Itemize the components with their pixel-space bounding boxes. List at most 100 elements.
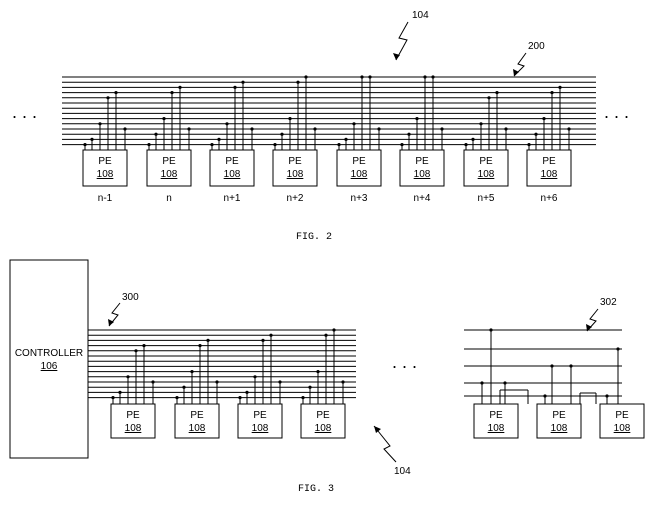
pe-box: [300, 403, 346, 439]
junction-dot: [534, 132, 538, 136]
pe-index: n-1: [98, 193, 113, 204]
junction-dot: [352, 122, 356, 126]
junction-dot: [431, 75, 435, 79]
junction-dot: [407, 132, 411, 136]
junction-dot: [304, 75, 308, 79]
pe-box: [536, 403, 582, 439]
fig3-ref-300-leader: [108, 302, 121, 327]
junction-dot: [341, 380, 345, 384]
pe-index: n+1: [224, 193, 241, 204]
junction-dot: [126, 375, 130, 379]
junction-dot: [261, 338, 265, 342]
pe-label: PE: [542, 156, 556, 167]
pe-ref: 108: [414, 169, 431, 180]
pe-box: [473, 403, 519, 439]
junction-dot: [377, 127, 381, 131]
pe-box: [399, 149, 445, 187]
pe-label: PE: [552, 410, 566, 421]
junction-dot: [280, 132, 284, 136]
fig3-left-connections: [111, 328, 345, 404]
fig3-right-connections: [480, 328, 620, 404]
junction-dot: [550, 364, 554, 368]
junction-dot: [479, 122, 483, 126]
pe-label: PE: [415, 156, 429, 167]
junction-dot: [225, 122, 229, 126]
junction-dot: [98, 122, 102, 126]
junction-dot: [400, 143, 404, 147]
junction-dot: [175, 396, 179, 400]
junction-dot: [337, 143, 341, 147]
pe-ref: 108: [189, 423, 206, 434]
pe-box: [526, 149, 572, 187]
fig2-right-ellipsis: . . .: [604, 102, 629, 122]
junction-dot: [542, 117, 546, 121]
junction-dot: [123, 127, 127, 131]
pe-box: [237, 403, 283, 439]
pe-label: PE: [126, 410, 140, 421]
junction-dot: [154, 132, 158, 136]
junction-dot: [415, 117, 419, 121]
junction-dot: [527, 143, 531, 147]
pe-label: PE: [489, 410, 503, 421]
fig3-ref-300-arrowhead: [108, 319, 114, 326]
junction-dot: [332, 328, 336, 332]
pe-ref: 108: [614, 423, 631, 434]
junction-dot: [550, 91, 554, 95]
fig3-ref-300-label: 300: [122, 292, 139, 303]
junction-dot: [215, 380, 219, 384]
junction-dot: [273, 143, 277, 147]
pe-ref: 108: [161, 169, 178, 180]
junction-dot: [313, 127, 317, 131]
junction-dot: [278, 380, 282, 384]
fig3-caption: FIG. 3: [298, 484, 334, 495]
junction-dot: [543, 394, 547, 398]
junction-dot: [253, 375, 257, 379]
junction-dot: [217, 137, 221, 141]
junction-dot: [162, 117, 166, 121]
junction-dot: [83, 143, 87, 147]
junction-dot: [118, 390, 122, 394]
fig3-ref-302-leader: [586, 308, 599, 332]
pe-label: PE: [225, 156, 239, 167]
pe-ref: 108: [97, 169, 114, 180]
junction-dot: [241, 80, 245, 84]
junction-dot: [423, 75, 427, 79]
pe-box: [209, 149, 255, 187]
junction-dot: [288, 117, 292, 121]
pe-box: [146, 149, 192, 187]
fig3-right-bus-lines: [464, 329, 622, 397]
pe-box: [336, 149, 382, 187]
junction-dot: [503, 381, 507, 385]
fig2-ref-104-label: 104: [412, 10, 429, 21]
fig3-ref-104-leader: [373, 425, 397, 463]
pe-box: [463, 149, 509, 187]
pe-box: [174, 403, 220, 439]
junction-dot: [616, 347, 620, 351]
pe-index: n+3: [351, 193, 368, 204]
junction-dot: [147, 143, 151, 147]
pe-ref: 108: [287, 169, 304, 180]
junction-dot: [182, 385, 186, 389]
junction-dot: [210, 143, 214, 147]
junction-dot: [238, 396, 242, 400]
junction-dot: [134, 349, 138, 353]
pe-index: n+6: [541, 193, 558, 204]
fig3-left-bus-lines: [88, 329, 356, 399]
fig2-bus-lines: [62, 76, 596, 146]
pe-box: [272, 149, 318, 187]
junction-dot: [90, 137, 94, 141]
junction-dot: [190, 370, 194, 374]
fig3-ref-104-label: 104: [394, 466, 411, 477]
pe-ref: 108: [478, 169, 495, 180]
junction-dot: [368, 75, 372, 79]
pe-label: PE: [98, 156, 112, 167]
junction-dot: [480, 381, 484, 385]
